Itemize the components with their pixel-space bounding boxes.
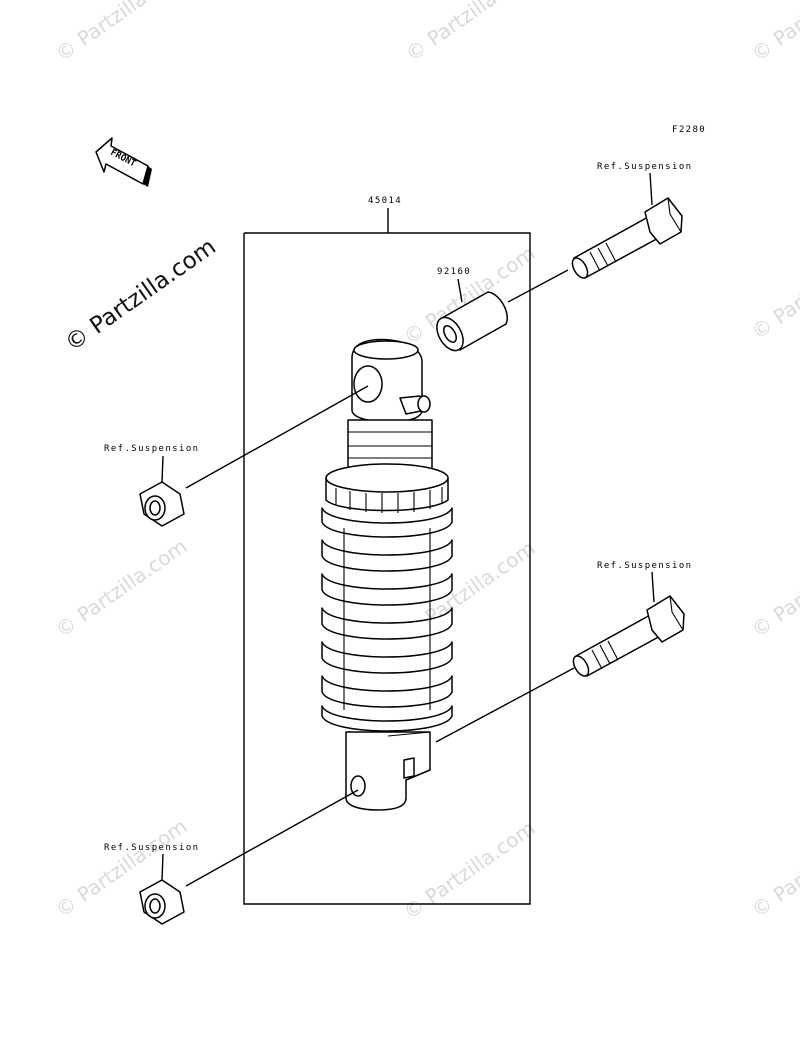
figure-code: F2280	[672, 125, 706, 135]
bottom-nut	[139, 879, 185, 925]
ref-bottom-nut-leader	[161, 853, 164, 881]
bushing-part-number: 92160	[437, 267, 471, 277]
ref-top-bolt-leader	[649, 172, 653, 206]
top-bolt	[571, 197, 683, 279]
watermark: © Partzilla.com	[747, 534, 800, 642]
assembly-part-number: 45014	[368, 196, 402, 206]
top-nut-axis-line	[185, 385, 369, 489]
assembly-frame	[243, 232, 531, 905]
watermark: © Partzilla.com	[399, 816, 539, 924]
watermark: © Partzilla.com	[401, 0, 541, 66]
shock-absorber-45014	[321, 338, 453, 811]
bushing-92160	[436, 291, 508, 352]
watermark: © Partzilla.com	[747, 814, 800, 922]
ref-bottom-nut-label: Ref.Suspension	[104, 843, 199, 853]
top-bolt-axis-line	[507, 269, 569, 303]
front-arrow-icon: FRONT	[95, 137, 152, 187]
ref-top-nut-leader	[161, 455, 164, 483]
ref-top-nut-label: Ref.Suspension	[104, 444, 199, 454]
bottom-bolt-axis-line	[435, 667, 575, 743]
bushing-leader-line	[457, 278, 463, 303]
watermark-main: © Partzilla.com	[61, 234, 221, 357]
ref-bottom-bolt-leader	[651, 571, 655, 603]
bottom-nut-axis-line	[185, 789, 359, 887]
watermark: © Partzilla.com	[747, 236, 800, 344]
ref-top-bolt-label: Ref.Suspension	[597, 162, 692, 172]
watermark: © Partzilla.com	[747, 0, 800, 66]
ref-bottom-bolt-label: Ref.Suspension	[597, 561, 692, 571]
bottom-bolt	[572, 595, 685, 677]
watermark: © Partzilla.com	[51, 0, 191, 66]
watermark: © Partzilla.com	[51, 534, 191, 642]
top-nut	[139, 481, 185, 527]
